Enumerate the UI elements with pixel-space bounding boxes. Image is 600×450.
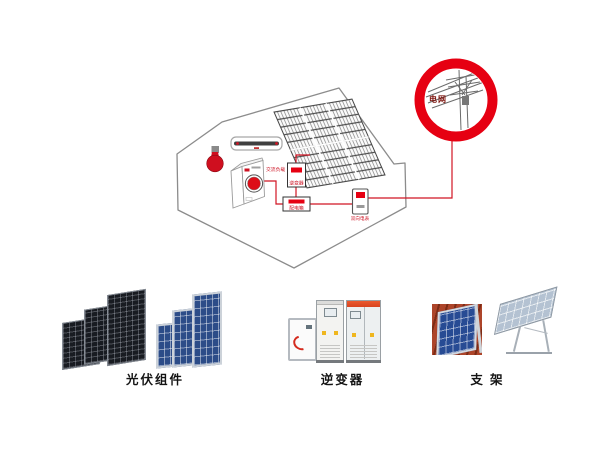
power-grid-badge: 电网 [414,58,498,142]
roof-mount-bracket [432,304,482,355]
pv-panel-blue-3 [192,291,222,368]
inverter-label: 逆变器 [320,373,365,387]
wiring [264,136,453,205]
inverter-box: 逆变器 [287,162,306,188]
pv-panel-black-3 [107,288,146,367]
mount-leg [542,320,550,352]
air-conditioner-icon [230,136,283,151]
ac-load-label: 交流负载 [266,166,285,173]
roof-mount-panel [436,304,478,355]
inverter-screen [306,325,312,329]
mount-base [506,352,552,354]
rooftop-solar-array [274,99,385,188]
distribution-box-label: 配电箱 [289,205,304,212]
distribution-box: 配电箱 [282,196,311,212]
pv-modules-label: 光伏组件 [125,373,184,387]
bracket-label: 支 架 [470,373,505,387]
inverter-box-label: 逆变器 [289,180,304,187]
inverter-wall-unit [288,318,317,361]
house-system-diagram: 交流负载 逆变器 配电箱 双向电表 [176,58,498,269]
inverter-cabinet-small [316,300,344,363]
warning-sticker [334,331,338,335]
bidirectional-meter: 双向电表 [351,188,370,222]
inverter-logo-swoosh [290,332,312,354]
meter-label: 双向电表 [351,215,370,222]
ground-mount-bracket [490,286,562,356]
light-bulb-icon [206,146,224,173]
warning-sticker [352,333,356,337]
grid-label: 电网 [429,94,447,104]
cabinet-screen [324,308,337,317]
warning-sticker [370,333,374,337]
warning-sticker [322,331,326,335]
cabinet-screen [350,311,361,319]
washing-machine-icon [230,157,265,209]
inverter-cabinet-large [346,300,381,363]
mount-leg [512,326,522,352]
